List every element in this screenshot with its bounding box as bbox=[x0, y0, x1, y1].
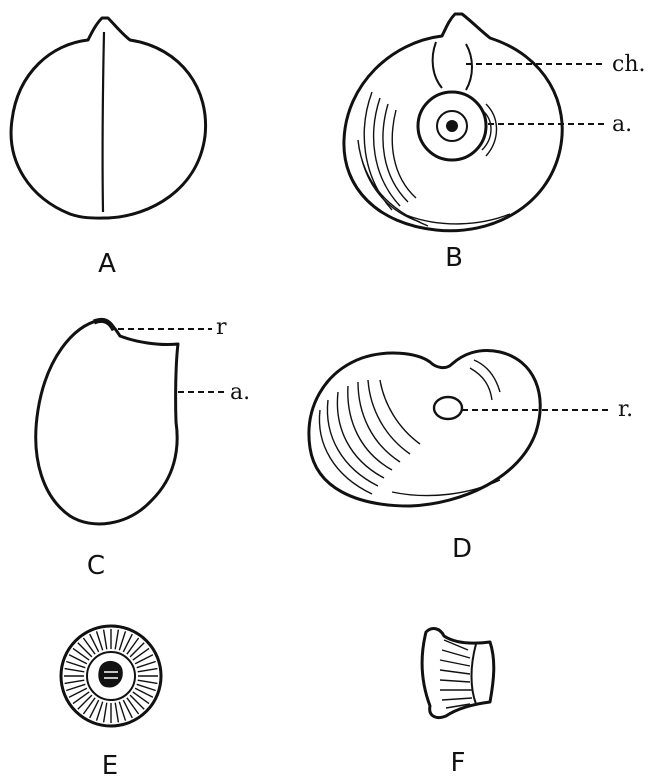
figure-c-callout-a: a. bbox=[230, 380, 250, 405]
figure-b: ch. a. B bbox=[344, 14, 646, 273]
figure-d-outline bbox=[309, 350, 540, 506]
figure-e-ray bbox=[137, 662, 156, 668]
figure-a-median-line bbox=[103, 32, 104, 212]
figure-b-label: B bbox=[445, 243, 463, 273]
figure-e-ray bbox=[115, 703, 118, 723]
figure-e-ray bbox=[66, 684, 85, 690]
figure-e-ray bbox=[119, 702, 125, 721]
figure-d-callout-r: r. bbox=[618, 397, 633, 422]
figure-e-ray bbox=[97, 631, 103, 650]
figure-c-callout-r: r bbox=[216, 315, 227, 340]
figure-f-label: F bbox=[451, 748, 466, 778]
figure-b-callout-ch: ch. bbox=[612, 52, 645, 77]
figure-c-outline bbox=[36, 320, 178, 524]
figure-e-ray bbox=[119, 631, 125, 650]
figure-b-aperture-pore bbox=[446, 120, 458, 132]
figure-e-ray bbox=[138, 680, 158, 683]
figure-e-ray bbox=[66, 662, 85, 668]
figure-b-callout-a: a. bbox=[612, 112, 632, 137]
figure-b-shading bbox=[358, 92, 510, 226]
figure-e: E bbox=[61, 626, 161, 780]
figure-e-label: E bbox=[102, 751, 118, 780]
figure-e-ray bbox=[130, 643, 144, 657]
figure-b-chalaza bbox=[433, 42, 472, 90]
figure-c-label: C bbox=[87, 551, 105, 581]
figure-e-core bbox=[99, 661, 122, 687]
figure-e-ray bbox=[78, 695, 92, 709]
figure-d-label: D bbox=[452, 534, 472, 564]
figure-e-ray bbox=[130, 695, 144, 709]
figure-f-hatching bbox=[440, 640, 472, 708]
figure-a-outline bbox=[11, 18, 205, 218]
figure-e-ray bbox=[78, 643, 92, 657]
figure-d-shading bbox=[319, 360, 500, 496]
figure-a-label: A bbox=[98, 249, 116, 279]
figure-a: A bbox=[11, 18, 205, 279]
figure-e-ray bbox=[104, 630, 107, 650]
figure-f: F bbox=[422, 629, 494, 778]
figure-e-ray bbox=[138, 669, 158, 672]
figure-e-ray bbox=[65, 669, 85, 672]
figure-e-ray bbox=[137, 684, 156, 690]
figure-e-ray bbox=[104, 703, 107, 723]
figure-d: r. D bbox=[309, 350, 633, 564]
figure-e-ray bbox=[97, 702, 103, 721]
figure-d-hilum bbox=[434, 397, 462, 419]
figure-c: r a. C bbox=[36, 315, 250, 581]
figure-e-ray bbox=[115, 630, 118, 650]
figure-e-ray bbox=[65, 680, 85, 683]
